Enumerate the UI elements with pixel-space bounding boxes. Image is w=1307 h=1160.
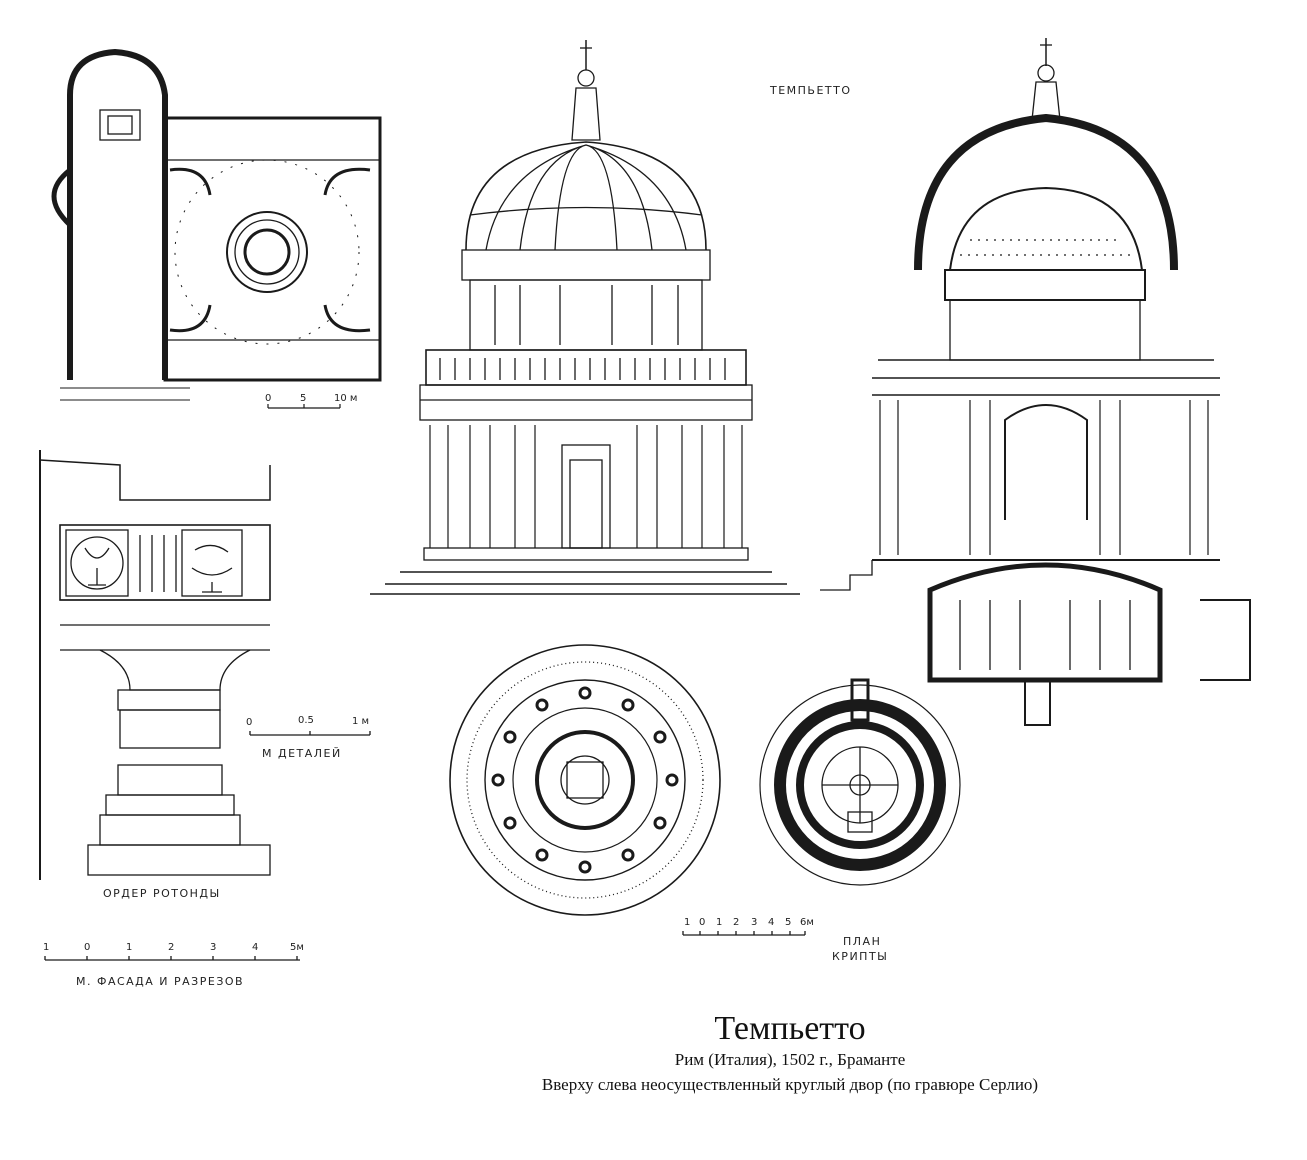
crypt-plan-label-1: ПЛАН <box>843 935 882 948</box>
order-detail <box>39 450 371 961</box>
crypt-scale-1a: 1 <box>684 917 691 928</box>
facade-elevation <box>370 40 800 595</box>
facade-scale-3: 3 <box>210 942 217 953</box>
caption-subtitle: Рим (Италия), 1502 г., Браманте <box>674 1050 906 1069</box>
crypt-scale-6: 6м <box>800 917 814 928</box>
drawing-title-label: ТЕМПЬЕТТО <box>770 84 852 97</box>
courtyard-scale-0: 0 <box>265 393 272 404</box>
caption-title: Темпьетто <box>714 1010 866 1047</box>
facade-scale-4: 4 <box>252 942 259 953</box>
crypt-plan <box>682 678 961 936</box>
facade-scale-5: 5м <box>290 942 304 953</box>
caption-note: Вверху слева неосуществленный круглый дв… <box>541 1075 1039 1094</box>
facade-scale-1a: 1 <box>43 942 50 953</box>
crypt-scale-3: 3 <box>751 917 758 928</box>
crypt-scale-2: 2 <box>733 917 740 928</box>
facade-scale-1: 1 <box>126 942 133 953</box>
details-scale-label: М ДЕТАЛЕЙ <box>262 747 342 760</box>
crypt-scale-0: 0 <box>699 917 706 928</box>
details-scale-1: 1 м <box>352 716 370 727</box>
crypt-scale-5: 5 <box>785 917 792 928</box>
section-drawing <box>820 38 1251 726</box>
details-scale-05: 0.5 <box>298 715 314 726</box>
details-scale-0: 0 <box>246 717 253 728</box>
courtyard-plan <box>51 48 382 409</box>
order-label: ОРДЕР РОТОНДЫ <box>103 887 221 900</box>
courtyard-scale-5: 5 <box>300 393 307 404</box>
crypt-scale-4: 4 <box>768 917 775 928</box>
temple-plan <box>449 644 721 916</box>
crypt-scale-1: 1 <box>716 917 723 928</box>
facade-scale-2: 2 <box>168 942 175 953</box>
courtyard-scale-10: 10 м <box>334 393 358 404</box>
facade-scale-label: М. ФАСАДА И РАЗРЕЗОВ <box>76 975 245 988</box>
crypt-plan-label-2: КРИПТЫ <box>832 950 889 963</box>
facade-scale-0: 0 <box>84 942 91 953</box>
